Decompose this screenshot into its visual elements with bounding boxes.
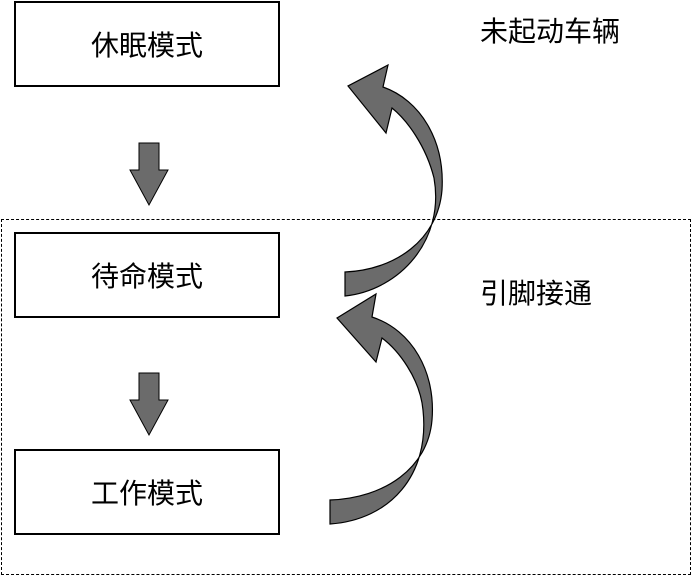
vehicle-not-started-label: 未起动车辆 xyxy=(480,15,621,48)
pin-connected-zone xyxy=(1,219,691,575)
work-mode-box: 工作模式 xyxy=(14,449,280,535)
down-arrow-icon xyxy=(129,372,169,437)
work-mode-label: 工作模式 xyxy=(90,477,203,510)
down-arrow-icon xyxy=(129,142,169,207)
curved-arrow-icon xyxy=(344,63,443,297)
sleep-mode-label: 休眠模式 xyxy=(90,29,203,62)
sleep-mode-box: 休眠模式 xyxy=(14,1,280,87)
standby-mode-box: 待命模式 xyxy=(14,232,280,318)
curved-arrow-icon xyxy=(329,292,434,525)
standby-mode-label: 待命模式 xyxy=(90,260,203,293)
pin-connected-label: 引脚接通 xyxy=(480,277,593,310)
